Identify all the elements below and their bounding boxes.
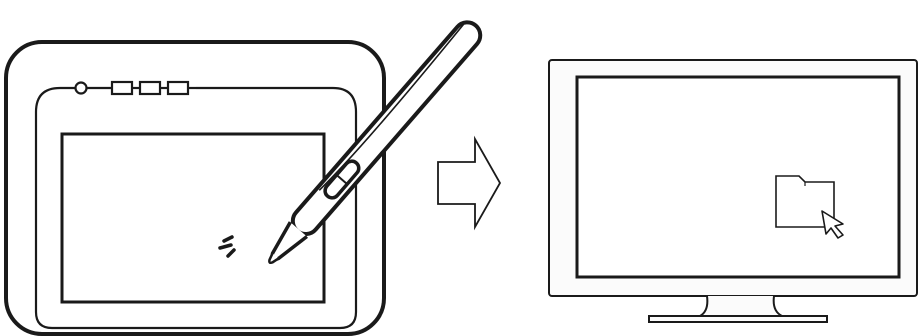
monitor-stand-base	[649, 316, 827, 322]
arrow-right-icon	[438, 139, 500, 227]
monitor	[549, 60, 917, 322]
express-key-3	[168, 82, 188, 94]
tablet-active-area	[62, 134, 324, 302]
express-key-2	[140, 82, 160, 94]
status-led-icon	[76, 83, 87, 94]
monitor-screen	[577, 77, 899, 277]
monitor-stand-neck	[700, 296, 782, 316]
express-key-1	[112, 82, 132, 94]
